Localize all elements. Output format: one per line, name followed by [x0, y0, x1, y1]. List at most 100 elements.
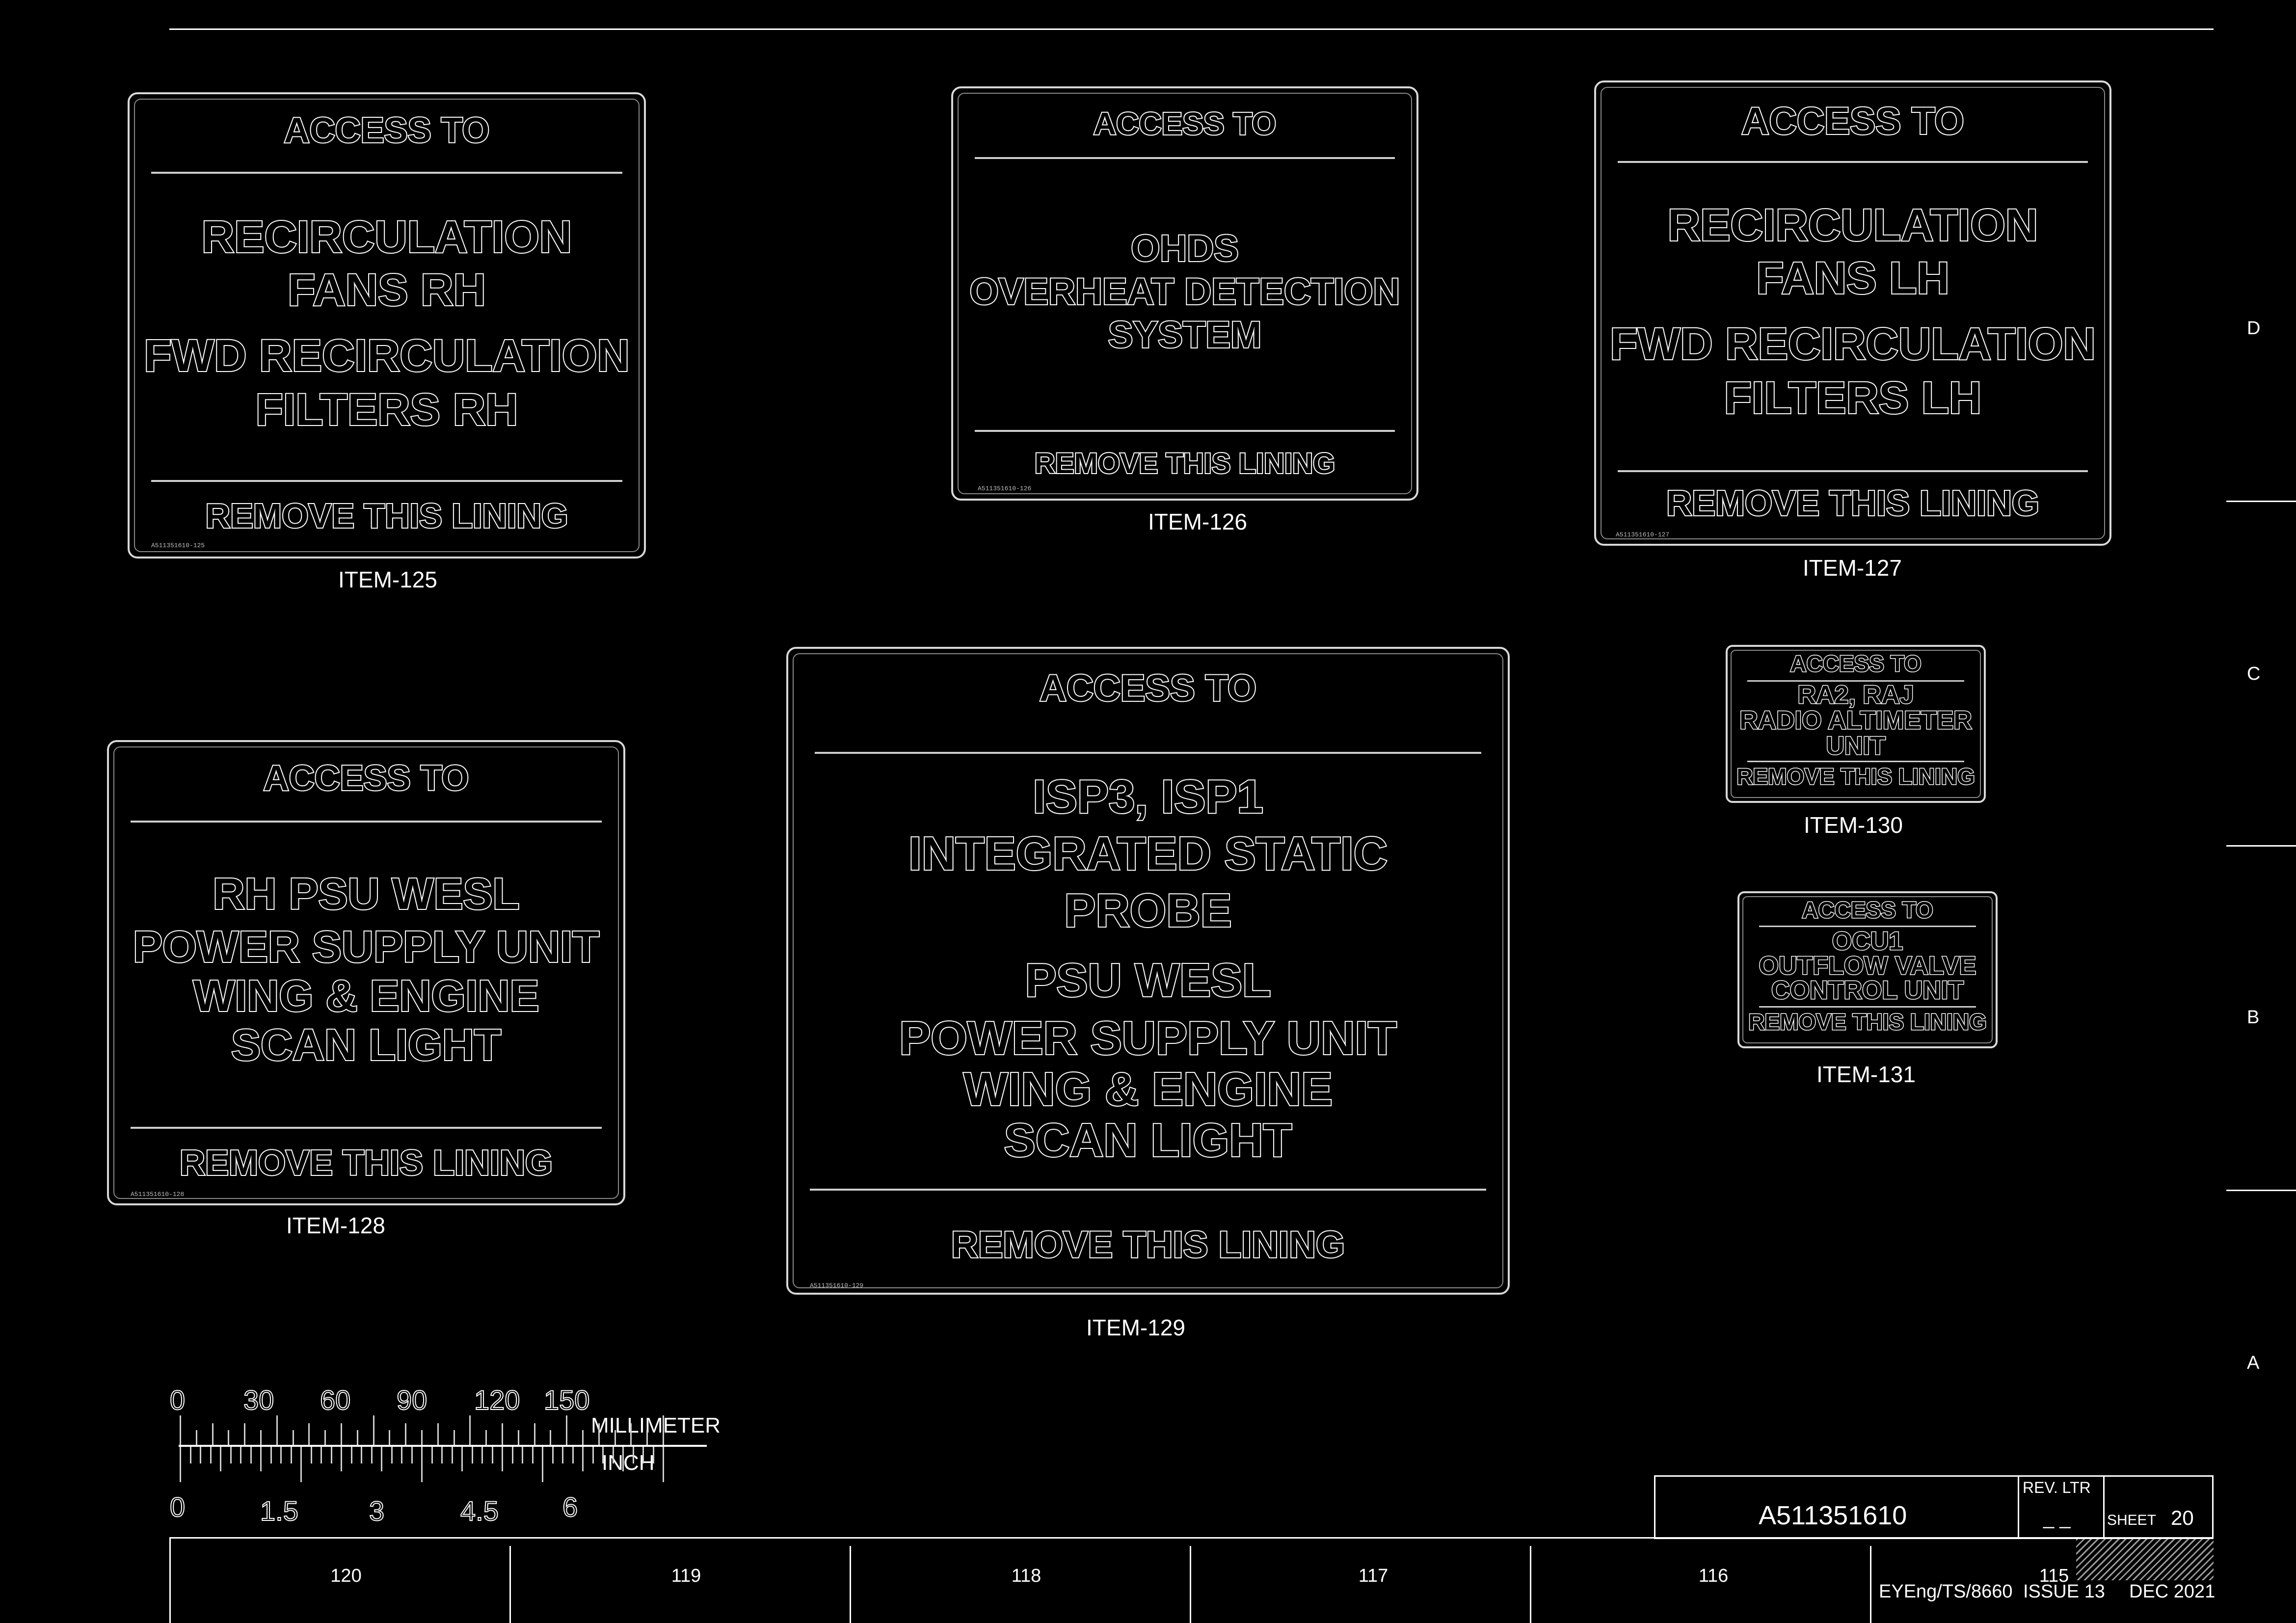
- placard-header-rule: [131, 821, 602, 823]
- scale-mm-label: 30: [243, 1384, 274, 1416]
- scale-mm-tick: [260, 1430, 262, 1445]
- zone-divider: [2226, 1190, 2296, 1191]
- placard-footer-rule: [131, 1127, 602, 1129]
- column-divider: [1870, 1546, 1871, 1623]
- scale-inch-tick: [451, 1447, 453, 1463]
- rev-letter-label: REV. LTR: [2023, 1479, 2091, 1496]
- scale-mm-tick: [195, 1430, 197, 1445]
- placard-header: ACCESS TO: [1789, 651, 1922, 676]
- scale-inch-tick: [663, 1447, 664, 1482]
- placard-footer: REMOVE THIS LINING: [1736, 764, 1976, 789]
- placard-footer-rule: [1618, 470, 2088, 472]
- title-block-divider: [2018, 1477, 2019, 1538]
- scale-mm-tick: [244, 1423, 246, 1445]
- placard-footer: REMOVE THIS LINING: [1665, 483, 2040, 523]
- placard-line: RADIO ALTIMETER: [1739, 706, 1973, 735]
- scale-inch-tick: [522, 1447, 523, 1463]
- scale-inch-tick: [189, 1447, 191, 1463]
- placard-inner-border: [134, 99, 640, 552]
- scale-inch-tick: [642, 1447, 644, 1463]
- placard-footer-rule: [1747, 761, 1964, 762]
- placard-inner-border: [1731, 650, 1981, 798]
- scale-inch-tick: [582, 1447, 584, 1471]
- scale-inch-tick: [461, 1447, 463, 1471]
- column-number: 120: [330, 1566, 362, 1586]
- placard-header: ACCESS TO: [283, 110, 491, 150]
- placard-header: ACCESS TO: [1039, 667, 1257, 709]
- placard-item-130: ACCESS TO RA2, RAJ RADIO ALTIMETER UNIT …: [1726, 645, 1986, 803]
- scale-inch-tick: [632, 1447, 634, 1463]
- placard-line: PSU WESL: [1024, 954, 1272, 1007]
- issue-date: DEC 2021: [2129, 1581, 2216, 1602]
- scale-inch-label: 6: [562, 1491, 578, 1523]
- placard-line: FWD RECIRCULATION: [143, 330, 631, 381]
- placard-footer: REMOVE THIS LINING: [179, 1143, 554, 1183]
- scale-inch-tick: [431, 1447, 433, 1463]
- placard-part-code: A511351610-127: [1616, 531, 1670, 538]
- scale-inch-tick: [562, 1447, 563, 1463]
- column-number: 119: [671, 1566, 701, 1586]
- placard-line: FANS LH: [1755, 253, 1950, 304]
- zone-divider: [2226, 845, 2296, 847]
- scale-mm-tick: [373, 1415, 374, 1445]
- scale-inch-label: 0: [169, 1491, 186, 1523]
- placard-inner-border: [793, 653, 1503, 1288]
- placard-line: FILTERS LH: [1723, 372, 1983, 424]
- scale-inch-tick: [572, 1447, 574, 1463]
- placard-header-rule: [1618, 161, 2088, 163]
- title-block-hatch: [2076, 1539, 2214, 1580]
- column-divider: [1530, 1546, 1531, 1623]
- placard-line: FWD RECIRCULATION: [1609, 319, 2097, 370]
- scale-inch-tick: [381, 1447, 382, 1471]
- scale-inch-tick: [280, 1447, 282, 1463]
- placard-line: POWER SUPPLY UNIT: [132, 922, 600, 972]
- scale-mm-tick: [582, 1430, 584, 1445]
- scale-mm-label: 90: [396, 1384, 427, 1416]
- scale-mm-tick: [389, 1430, 391, 1445]
- placard-line: ISP3, ISP1: [1032, 771, 1264, 823]
- placard-item-125: ACCESS TO RECIRCULATION FANS RH FWD RECI…: [128, 92, 646, 559]
- placard-line: FILTERS RH: [255, 384, 519, 435]
- scale-inch-tick: [270, 1447, 272, 1463]
- scale-mm-tick: [228, 1430, 230, 1445]
- scale-inch-tick: [552, 1447, 554, 1463]
- column-number: 116: [1698, 1566, 1729, 1586]
- scale-inch-tick: [532, 1447, 534, 1463]
- item-label-127: ITEM-127: [1803, 555, 1902, 581]
- scale-inch-tick: [371, 1447, 373, 1463]
- item-label-125: ITEM-125: [338, 567, 437, 592]
- scale-inch-tick: [240, 1447, 241, 1463]
- placard-header: ACCESS TO: [263, 758, 470, 798]
- scale-mm-tick: [324, 1430, 326, 1445]
- scale-mm-tick: [405, 1423, 407, 1445]
- column-divider: [850, 1546, 851, 1623]
- placard-footer-rule: [975, 430, 1395, 432]
- scale-inch-unit: INCH: [602, 1451, 655, 1475]
- scale-mm-label: 60: [320, 1384, 351, 1416]
- placard-line: RH PSU WESL: [212, 869, 520, 919]
- placard-line: WING & ENGINE: [192, 971, 540, 1021]
- scale-mm-tick: [437, 1423, 439, 1445]
- placard-item-129: ACCESS TO ISP3, ISP1 INTEGRATED STATIC P…: [786, 647, 1510, 1295]
- scale-mm-tick: [453, 1430, 455, 1445]
- placard-header: ACCESS TO: [1740, 99, 1965, 142]
- placard-line: SCAN LIGHT: [230, 1020, 502, 1070]
- zone-label-c: C: [2247, 664, 2261, 684]
- scale-mm-tick: [485, 1430, 487, 1445]
- scale-inch-tick: [290, 1447, 292, 1463]
- placard-header-rule: [815, 752, 1481, 754]
- column-number: 115: [2039, 1566, 2069, 1586]
- item-label-126: ITEM-126: [1148, 509, 1247, 534]
- scale-mm-tick: [646, 1430, 648, 1445]
- placard-line: RECIRCULATION: [1667, 200, 2039, 251]
- placard-line: UNIT: [1825, 731, 1886, 760]
- scale-axis-line: [179, 1445, 707, 1447]
- scale-inch-tick: [491, 1447, 493, 1463]
- scale-inch-label: 4.5: [460, 1495, 499, 1527]
- scale-inch-tick: [441, 1447, 443, 1463]
- scale-inch-tick: [300, 1447, 302, 1482]
- scale-inch-label: 1.5: [260, 1495, 299, 1527]
- scale-inch-tick: [180, 1447, 181, 1482]
- placard-item-127: ACCESS TO RECIRCULATION FANS LH FWD RECI…: [1594, 80, 2111, 546]
- placard-footer: REMOVE THIS LINING: [205, 496, 569, 535]
